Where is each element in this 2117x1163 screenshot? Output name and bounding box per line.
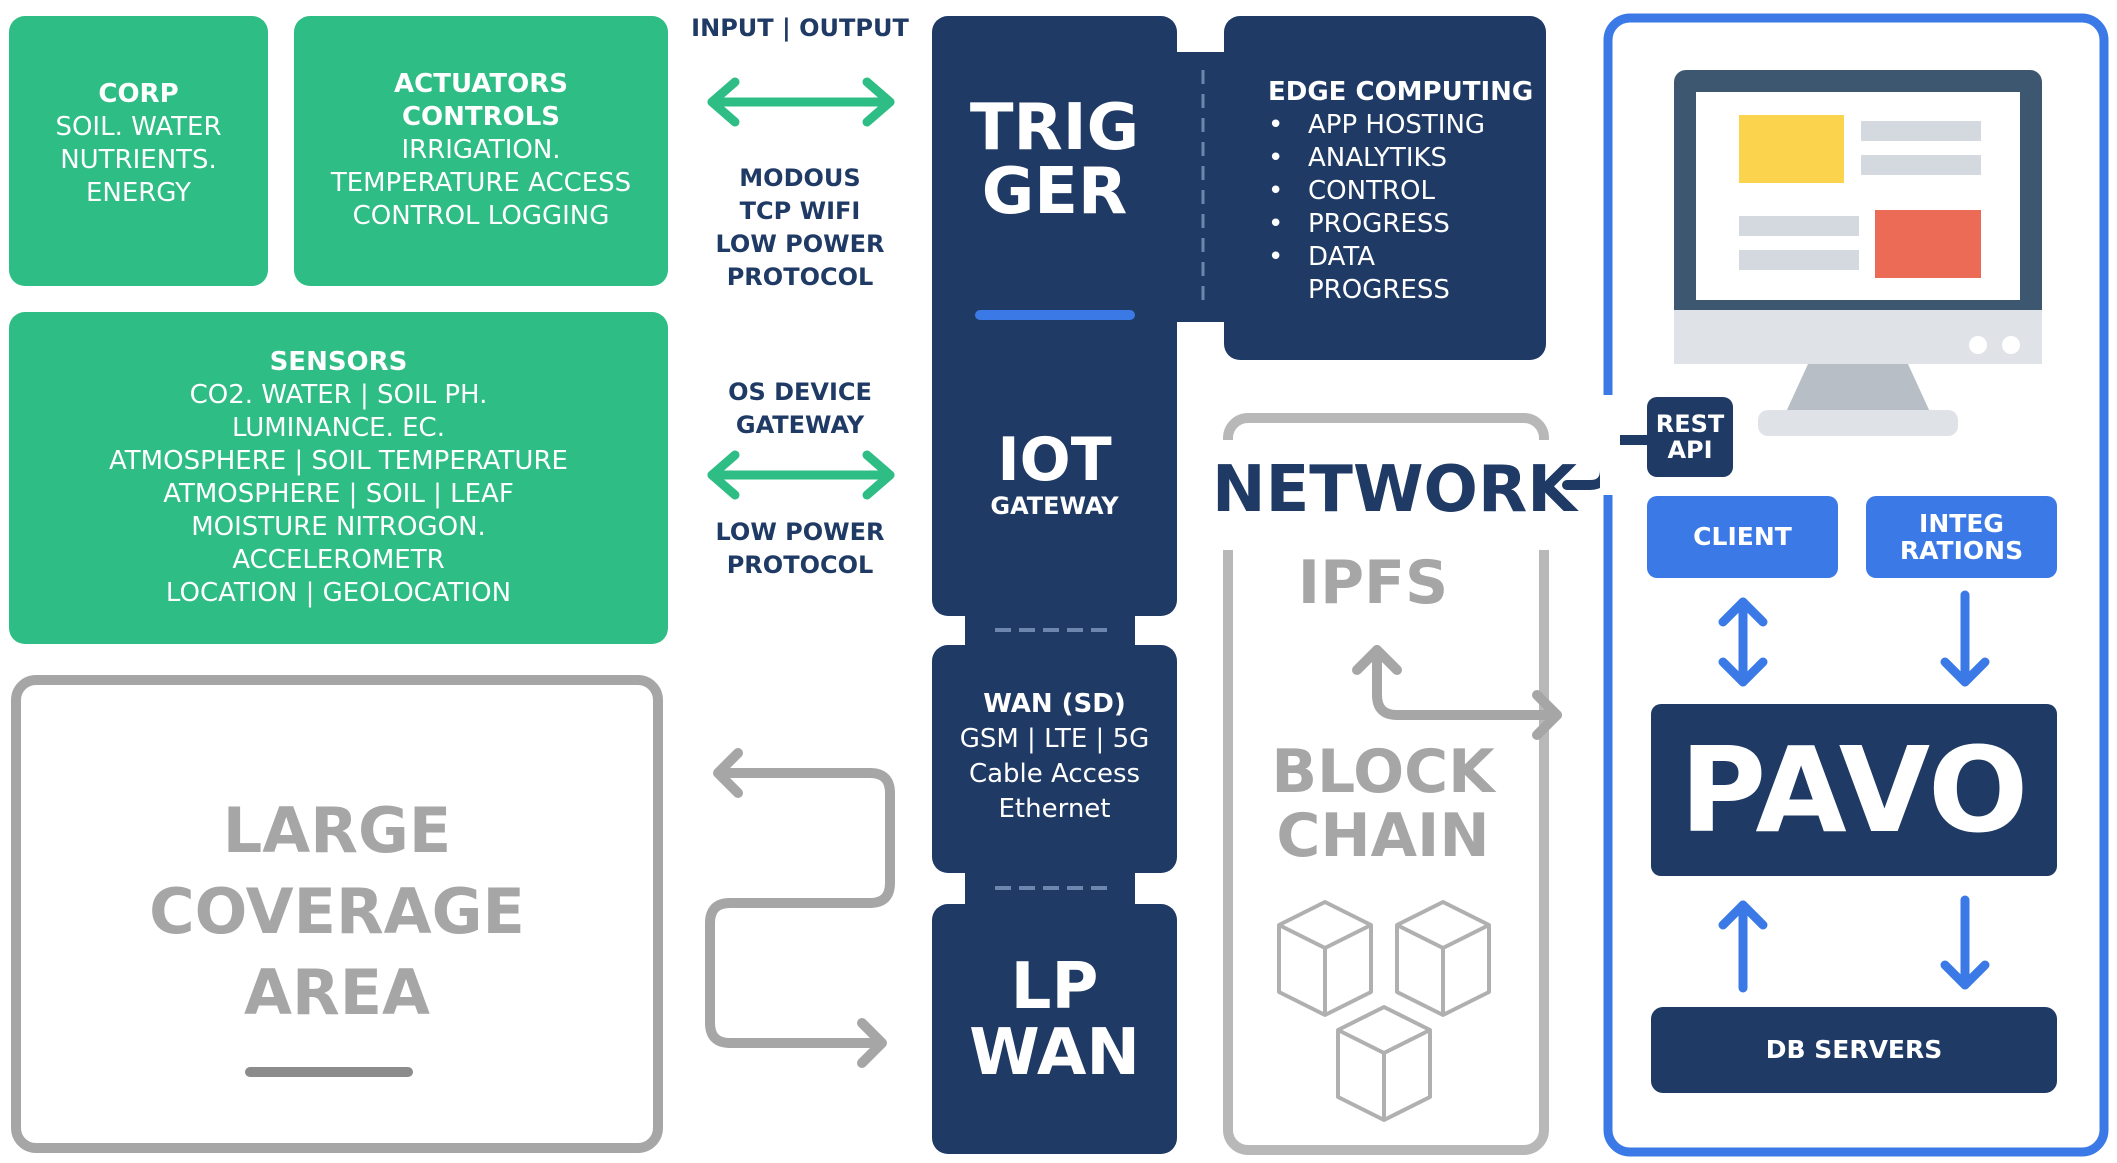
sensors-line: ATMOSPHERE | SOIL | LEAF (163, 479, 514, 509)
gateway-label-line: PROTOCOL (726, 551, 874, 579)
rest-api-line: REST (1655, 410, 1725, 438)
edge-item-continuation: PROGRESS (1308, 275, 1450, 305)
edge-item-label: CONTROL (1308, 176, 1435, 206)
actuators-title: ACTUATORS (394, 69, 568, 99)
coverage-loop-arrow (705, 748, 895, 1068)
pavo-db-down-arrow (1940, 895, 1990, 990)
edge-item-label: PROGRESS (1308, 209, 1450, 239)
client-button[interactable]: CLIENT (1647, 496, 1838, 578)
lpwan-line: LP (1010, 950, 1099, 1024)
coverage-area-outline (11, 675, 663, 1153)
edge-item: •CONTROL (1268, 176, 1435, 206)
wan-line: GSM | LTE | 5G (959, 724, 1150, 754)
corp-title: CORP (98, 79, 179, 109)
protocol-line: LOW POWER (715, 230, 885, 258)
coverage-line: AREA (243, 956, 431, 1029)
blockchain-line: BLOCK (1271, 737, 1495, 807)
trigger-edge-connector (1170, 52, 1230, 322)
trigger-box: TRIG GER IOT GATEWAY (932, 16, 1177, 616)
protocol-line: PROTOCOL (726, 263, 874, 291)
iot-title: IOT (997, 425, 1112, 495)
sensors-line: MOISTURE NITROGON. (191, 512, 486, 542)
edge-item: •ANALYTIKS (1268, 143, 1448, 173)
coverage-line: COVERAGE (149, 875, 525, 948)
actuators-line: CONTROL LOGGING (352, 201, 610, 231)
actuators-title: CONTROLS (401, 102, 561, 132)
integrations-line: INTEG (1919, 509, 2004, 538)
rest-api-badge: REST API (1647, 397, 1733, 477)
blockchain-cubes-icon (1277, 900, 1491, 1122)
actuators-line: TEMPERATURE ACCESS (330, 168, 632, 198)
sensors-line: LOCATION | GEOLOCATION (165, 578, 512, 608)
trigger-divider (974, 310, 1135, 320)
blockchain-label: BLOCK CHAIN (1228, 740, 1538, 868)
integrations-down-arrow (1940, 590, 1990, 687)
gateway-label-line: LOW POWER (715, 518, 885, 546)
wan-title: WAN (SD) (983, 689, 1126, 719)
sensors-title: SENSORS (269, 347, 408, 377)
platform-outline (1603, 13, 2109, 1157)
gateway-double-arrow (707, 450, 895, 500)
edge-item: •APP HOSTING (1268, 110, 1486, 140)
network-title: NETWORK (1212, 453, 1577, 527)
corp-line: NUTRIENTS. (60, 145, 217, 175)
actuators-box: ACTUATORS CONTROLS IRRIGATION. TEMPERATU… (294, 16, 668, 286)
ipfs-chain-arrow (1352, 645, 1562, 740)
sensors-box: SENSORS CO2. WATER | SOIL PH. LUMINANCE.… (9, 312, 668, 644)
network-outline (1223, 413, 1549, 1155)
gateway-bottom-label: LOW POWER PROTOCOL (690, 516, 910, 582)
coverage-line: LARGE (222, 794, 452, 867)
lpwan-box: LP WAN (932, 904, 1177, 1154)
trigger-line: TRIG (969, 91, 1140, 165)
gateway-label-line: GATEWAY (735, 411, 865, 439)
client-pavo-double-arrow (1718, 597, 1768, 687)
edge-item: •PROGRESS (1268, 209, 1450, 239)
sensors-line: LUMINANCE. EC. (232, 413, 445, 443)
sensors-line: CO2. WATER | SOIL PH. (189, 380, 488, 410)
lpwan-line: WAN (969, 1016, 1140, 1090)
sensors-line: ACCELEROMETR (232, 545, 445, 575)
gateway-label-line: OS DEVICE (728, 378, 872, 406)
corp-line: SOIL. WATER (55, 112, 222, 142)
edge-item-label: DATA (1308, 242, 1375, 272)
db-servers-box: DB SERVERS (1651, 1007, 2057, 1093)
pavo-box: PAVO (1651, 704, 2057, 876)
wan-line: Cable Access (968, 759, 1141, 789)
corp-box: CORP SOIL. WATER NUTRIENTS. ENERGY (9, 16, 268, 286)
edge-computing-box: EDGE COMPUTING •APP HOSTING •ANALYTIKS •… (1224, 16, 1546, 360)
input-output-label: INPUT | OUTPUT (691, 14, 909, 42)
wan-box: WAN (SD) GSM | LTE | 5G Cable Access Eth… (932, 645, 1177, 873)
integrations-line: RATIONS (1899, 536, 2024, 565)
sensors-line: ATMOSPHERE | SOIL TEMPERATURE (109, 446, 568, 476)
coverage-area-label: LARGE COVERAGE AREA (16, 790, 658, 1033)
edge-item: •DATA (1268, 242, 1375, 272)
edge-item-label: ANALYTIKS (1308, 143, 1448, 173)
io-double-arrow (707, 77, 895, 127)
wan-line: Ethernet (998, 794, 1111, 824)
edge-title: EDGE COMPUTING (1268, 77, 1534, 107)
blockchain-line: CHAIN (1276, 801, 1490, 871)
gateway-top-label: OS DEVICE GATEWAY (690, 376, 910, 442)
db-up-arrow (1718, 900, 1768, 993)
monitor-icon (1674, 70, 2042, 436)
ipfs-label: IPFS (1297, 548, 1449, 618)
protocol-line: TCP WIFI (739, 197, 861, 225)
protocol-top-label: MODOUS TCP WIFI LOW POWER PROTOCOL (690, 162, 910, 294)
trigger-line: GER (981, 155, 1128, 229)
edge-item-label: APP HOSTING (1308, 110, 1486, 140)
rest-api-line: API (1667, 436, 1713, 464)
corp-line: ENERGY (85, 178, 192, 208)
actuators-line: IRRIGATION. (401, 135, 561, 165)
protocol-line: MODOUS (739, 164, 861, 192)
iot-subtitle: GATEWAY (990, 492, 1119, 520)
integrations-button[interactable]: INTEG RATIONS (1866, 496, 2057, 578)
